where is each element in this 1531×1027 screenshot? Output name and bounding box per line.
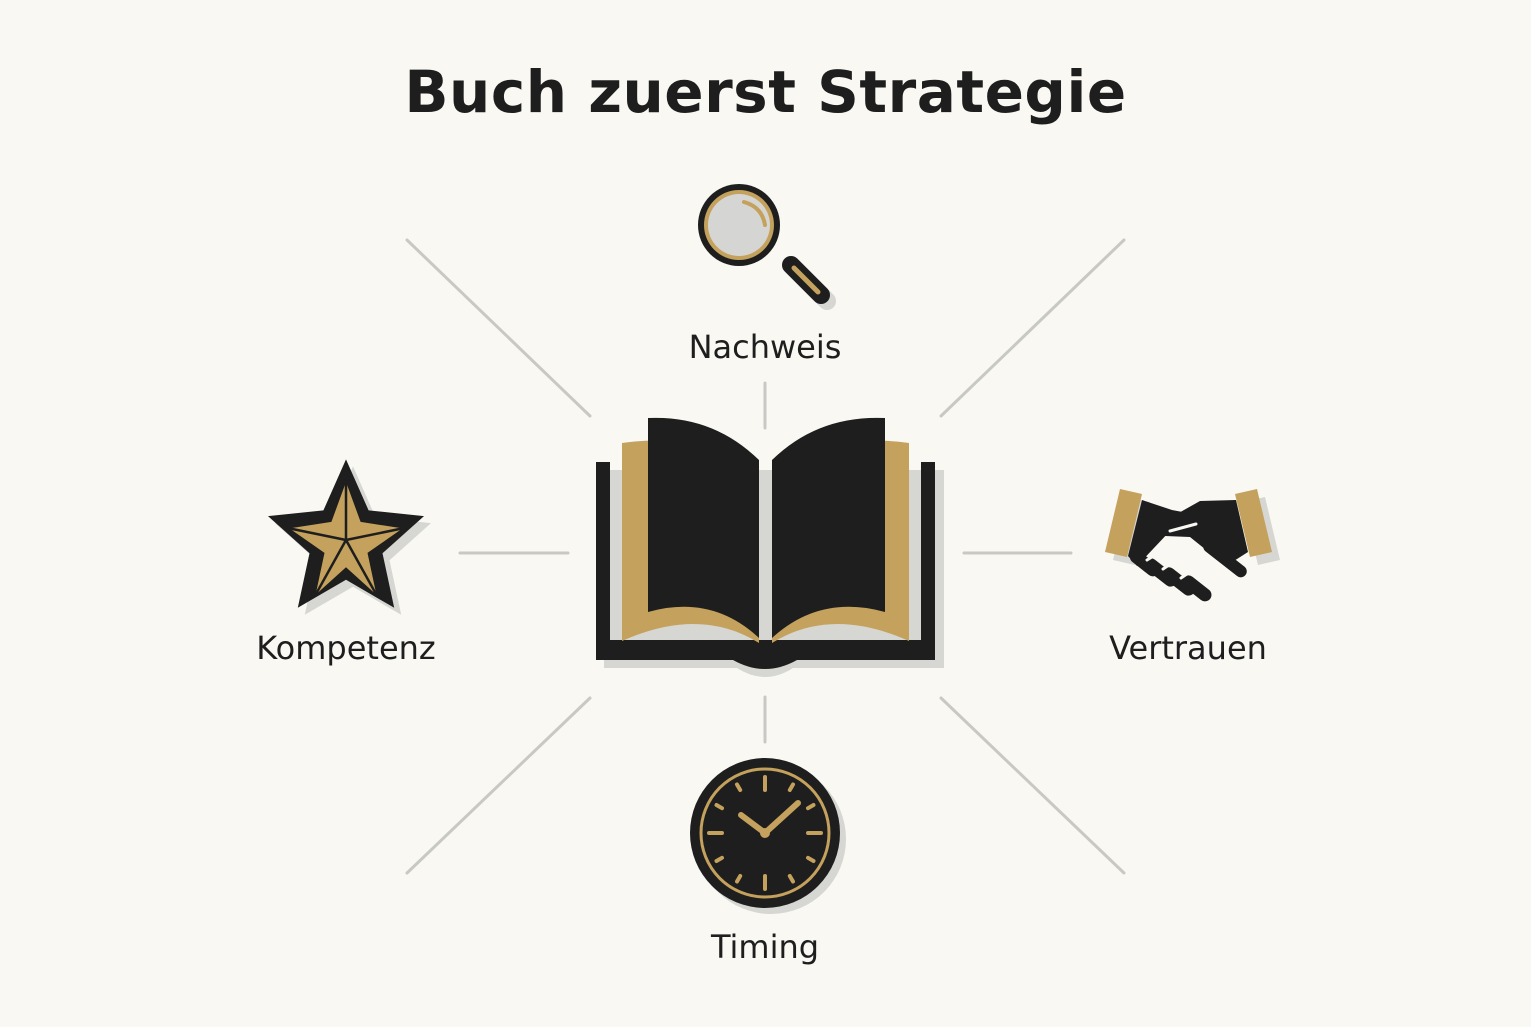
- handshake-icon: [1105, 489, 1280, 602]
- page-title: Buch zuerst Strategie: [404, 58, 1127, 126]
- connector-lines: [405, 238, 1126, 875]
- node-label-bottom: Timing: [710, 928, 820, 966]
- open-book-icon: [596, 417, 944, 677]
- magnifying-glass-icon: [698, 184, 836, 310]
- connector-top-left: [405, 238, 592, 418]
- star-icon: [268, 459, 431, 615]
- node-label-right: Vertrauen: [1109, 629, 1267, 667]
- connector-bottom-left: [405, 696, 592, 875]
- node-label-top: Nachweis: [688, 328, 842, 366]
- connector-bottom-right: [939, 696, 1126, 875]
- connector-top-right: [939, 238, 1126, 418]
- clock-icon: [690, 758, 846, 914]
- node-label-left: Kompetenz: [256, 629, 436, 667]
